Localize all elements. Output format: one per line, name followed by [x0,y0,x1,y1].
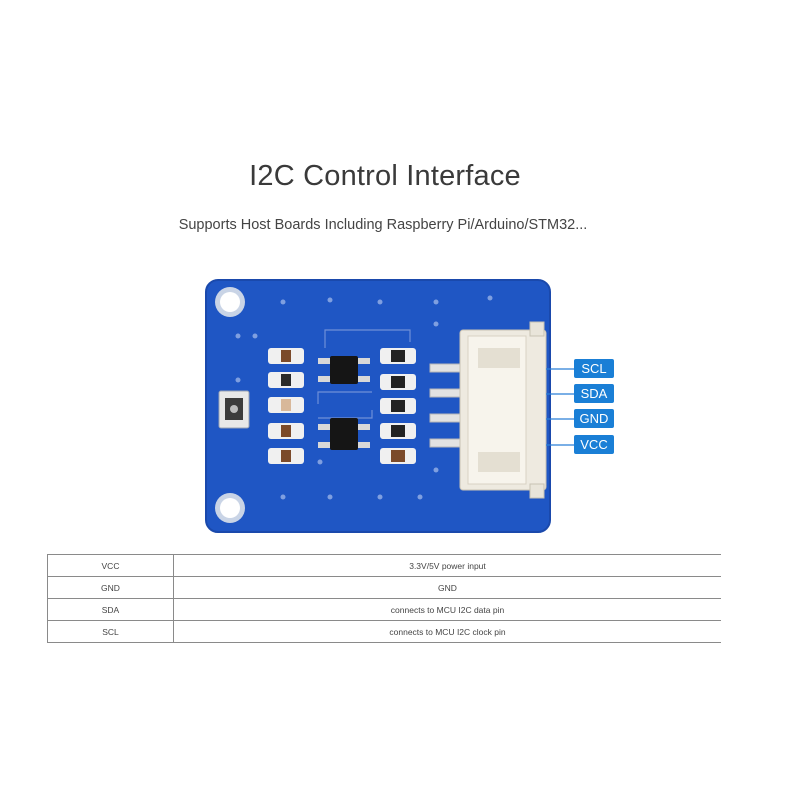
pin-label-scl: SCL [574,359,614,378]
sensor-board-image [200,272,620,540]
ic-u2 [318,418,370,450]
pin-name-cell: VCC [47,554,174,577]
right-components [380,348,416,464]
connector-housing [459,321,547,499]
pin-label-gnd: GND [574,409,614,428]
ic-u1 [318,356,370,384]
left-components [268,348,304,464]
pin-description-cell: connects to MCU I2C data pin [173,598,721,621]
pin-description-cell: GND [173,576,721,599]
page-title: I2C Control Interface [249,160,521,192]
pin-description-cell: connects to MCU I2C clock pin [173,620,721,643]
page-subtitle: Supports Host Boards Including Raspberry… [178,217,588,233]
pin-description-table: VCC 3.3V/5V power input GND GND SDA conn… [47,554,721,643]
pin-description-cell: 3.3V/5V power input [173,554,721,577]
mounting-hole [215,287,245,317]
sensor-chip [218,390,250,429]
pin-label-sda: SDA [574,384,614,403]
pin-name-cell: SCL [47,620,174,643]
pin-name-cell: SDA [47,598,174,621]
mounting-hole [215,493,245,523]
table-row: SCL connects to MCU I2C clock pin [47,620,721,643]
table-row: GND GND [47,576,721,599]
pin-label-vcc: VCC [574,435,614,454]
pin-name-cell: GND [47,576,174,599]
pcb-illustration [205,279,574,533]
table-row: SDA connects to MCU I2C data pin [47,598,721,621]
table-row: VCC 3.3V/5V power input [47,554,721,577]
